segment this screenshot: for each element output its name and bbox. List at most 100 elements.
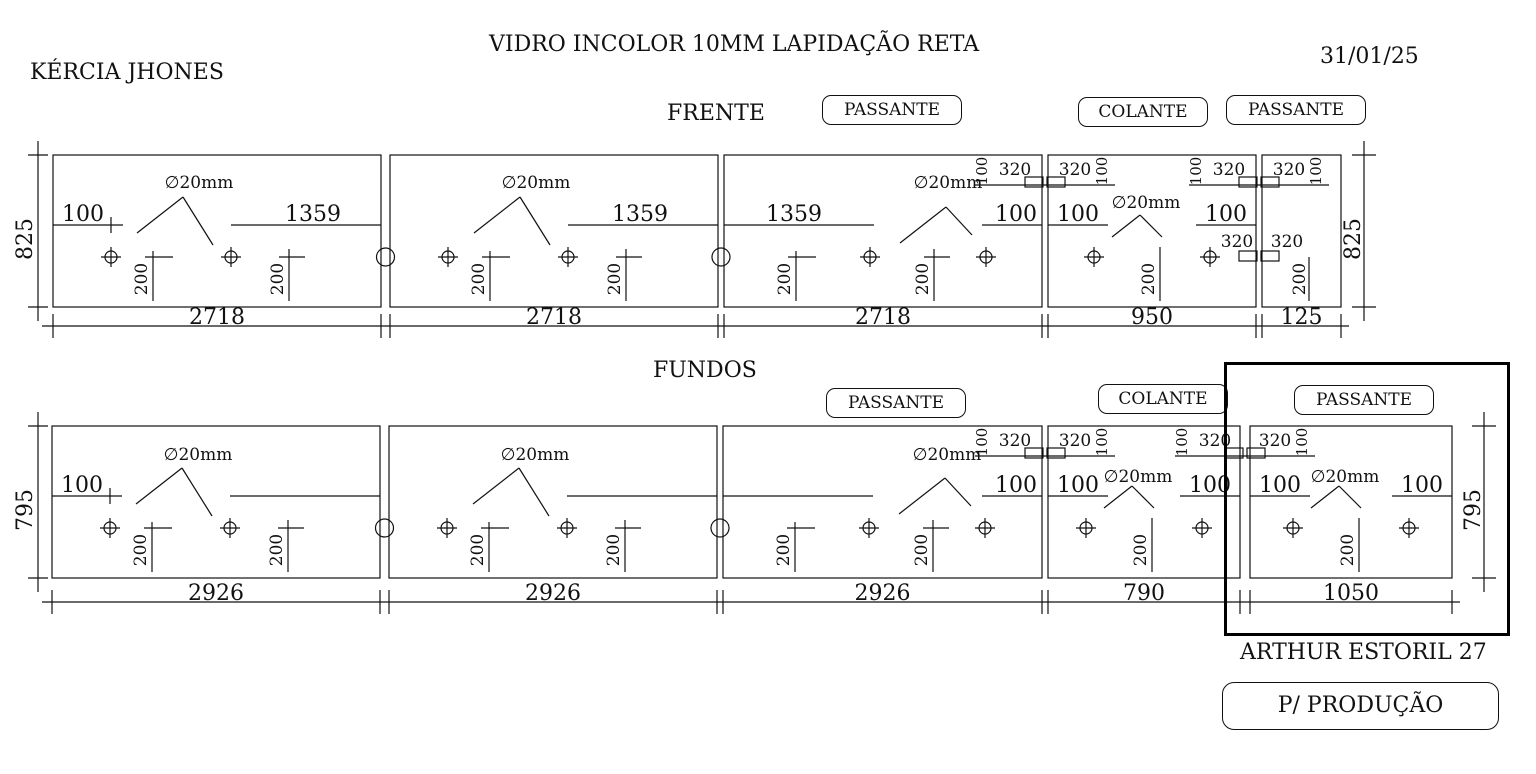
fit-100-label: 100 <box>973 157 991 186</box>
fit-100-label: 100 <box>1093 157 1111 186</box>
glass-panel <box>1261 154 1342 308</box>
tag-fundos-passante-1: PASSANTE <box>826 388 966 418</box>
edge-100-label: 100 <box>1057 202 1099 227</box>
panel-width-label: 125 <box>1281 305 1323 330</box>
callout-line <box>1131 485 1155 509</box>
panel-width-label: 790 <box>1123 581 1165 606</box>
glass-panel <box>1047 425 1241 579</box>
fit-320-label: 320 <box>999 431 1031 451</box>
callout-line <box>473 196 521 234</box>
fit-100-label: 100 <box>1187 157 1205 186</box>
vertical-200-label: 200 <box>132 263 152 295</box>
fit-100-label: 100 <box>1307 157 1325 186</box>
glass-panel <box>389 154 719 308</box>
drawing-date: 31/01/25 <box>1320 44 1419 69</box>
vertical-200-label: 200 <box>1290 263 1310 295</box>
fitting-block <box>1260 250 1280 262</box>
vertical-200-label: 200 <box>912 534 932 566</box>
fitting-block <box>1024 447 1044 459</box>
panel-width-label: 1050 <box>1323 581 1379 606</box>
panel-width-label: 2926 <box>855 581 911 606</box>
callout-line <box>1139 214 1163 238</box>
glass-panel <box>1249 425 1453 579</box>
height-dim-right: 795 <box>1461 489 1486 531</box>
tag-frente-passante-2: PASSANTE <box>1226 95 1366 125</box>
glass-panel <box>1047 154 1257 308</box>
fit-320-label: 320 <box>1059 431 1091 451</box>
hinge-notch <box>710 518 730 538</box>
callout-line <box>1310 485 1340 509</box>
hole-diameter-label: ∅20mm <box>913 445 982 465</box>
edge-100-label: 100 <box>62 202 104 227</box>
fit-320-label: 320 <box>1221 232 1253 252</box>
fit-320-label: 320 <box>1273 160 1305 180</box>
hole-diameter-label: ∅20mm <box>165 173 234 193</box>
edge-100-label: 100 <box>995 202 1037 227</box>
glass-panel <box>52 154 382 308</box>
glass-panel <box>723 154 1043 308</box>
fit-320-label: 320 <box>1259 431 1291 451</box>
fit-100-label: 100 <box>1173 428 1191 457</box>
vertical-200-label: 200 <box>1139 263 1159 295</box>
fit-320-label: 320 <box>1271 232 1303 252</box>
vertical-200-label: 200 <box>604 534 624 566</box>
callout-line <box>1103 485 1133 509</box>
fit-100-label: 100 <box>1293 428 1311 457</box>
fitting-block <box>1260 176 1280 188</box>
edge-100-label: 100 <box>1205 202 1247 227</box>
vertical-200-label: 200 <box>774 534 794 566</box>
edge-100-label: 100 <box>1057 473 1099 498</box>
fitting-block <box>1046 447 1066 459</box>
glass-panel <box>51 425 381 579</box>
callout-line <box>135 467 183 505</box>
fit-100-label: 100 <box>1093 428 1111 457</box>
panel-width-label: 2926 <box>525 581 581 606</box>
edge-100-label: 100 <box>1259 473 1301 498</box>
hole-diameter-label: ∅20mm <box>501 445 570 465</box>
fitting-block <box>1024 176 1044 188</box>
hole-diameter-label: ∅20mm <box>1112 193 1181 213</box>
tag-frente-colante: COLANTE <box>1078 97 1208 127</box>
hole-diameter-label: ∅20mm <box>914 173 983 193</box>
callout-line <box>136 196 184 234</box>
edge-100-label: 100 <box>1401 473 1443 498</box>
callout-line <box>181 467 213 517</box>
height-dim-left: 795 <box>13 489 38 531</box>
client-name: KÉRCIA JHONES <box>30 60 224 85</box>
vertical-200-label: 200 <box>1338 534 1358 566</box>
vertical-200-label: 200 <box>468 534 488 566</box>
fit-320-label: 320 <box>1059 160 1091 180</box>
panel-width-label: 2718 <box>526 305 582 330</box>
section-label-frente: FRENTE <box>667 101 765 126</box>
production-stamp: P/ PRODUÇÃO <box>1222 682 1499 730</box>
long-1359-label: 1359 <box>612 202 668 227</box>
glass-panel <box>722 425 1043 579</box>
callout-line <box>945 206 973 236</box>
hole-diameter-label: ∅20mm <box>1104 467 1173 487</box>
fitting-block <box>1238 250 1258 262</box>
tag-frente-passante-1: PASSANTE <box>822 95 962 125</box>
fit-320-label: 320 <box>999 160 1031 180</box>
long-1359-label: 1359 <box>766 202 822 227</box>
callout-line <box>898 477 946 515</box>
address-label: ARTHUR ESTORIL 27 <box>1240 640 1487 665</box>
long-1359-label: 1359 <box>285 202 341 227</box>
callout-line <box>1338 485 1362 509</box>
edge-100-label: 100 <box>61 473 103 498</box>
callout-line <box>944 477 972 507</box>
hole-diameter-label: ∅20mm <box>502 173 571 193</box>
callout-line <box>518 467 550 517</box>
panel-width-label: 2718 <box>855 305 911 330</box>
callout-line <box>1111 214 1141 238</box>
fitting-block <box>1246 447 1266 459</box>
vertical-200-label: 200 <box>268 263 288 295</box>
height-dim-right: 825 <box>1341 218 1366 260</box>
highlight-box <box>1224 362 1510 636</box>
height-dim-left: 825 <box>13 218 38 260</box>
glass-spec-title: VIDRO INCOLOR 10MM LAPIDAÇÃO RETA <box>489 32 980 57</box>
vertical-200-label: 200 <box>131 534 151 566</box>
tag-fundos-passante-2: PASSANTE <box>1294 385 1434 415</box>
vertical-200-label: 200 <box>913 263 933 295</box>
panel-width-label: 950 <box>1131 305 1173 330</box>
